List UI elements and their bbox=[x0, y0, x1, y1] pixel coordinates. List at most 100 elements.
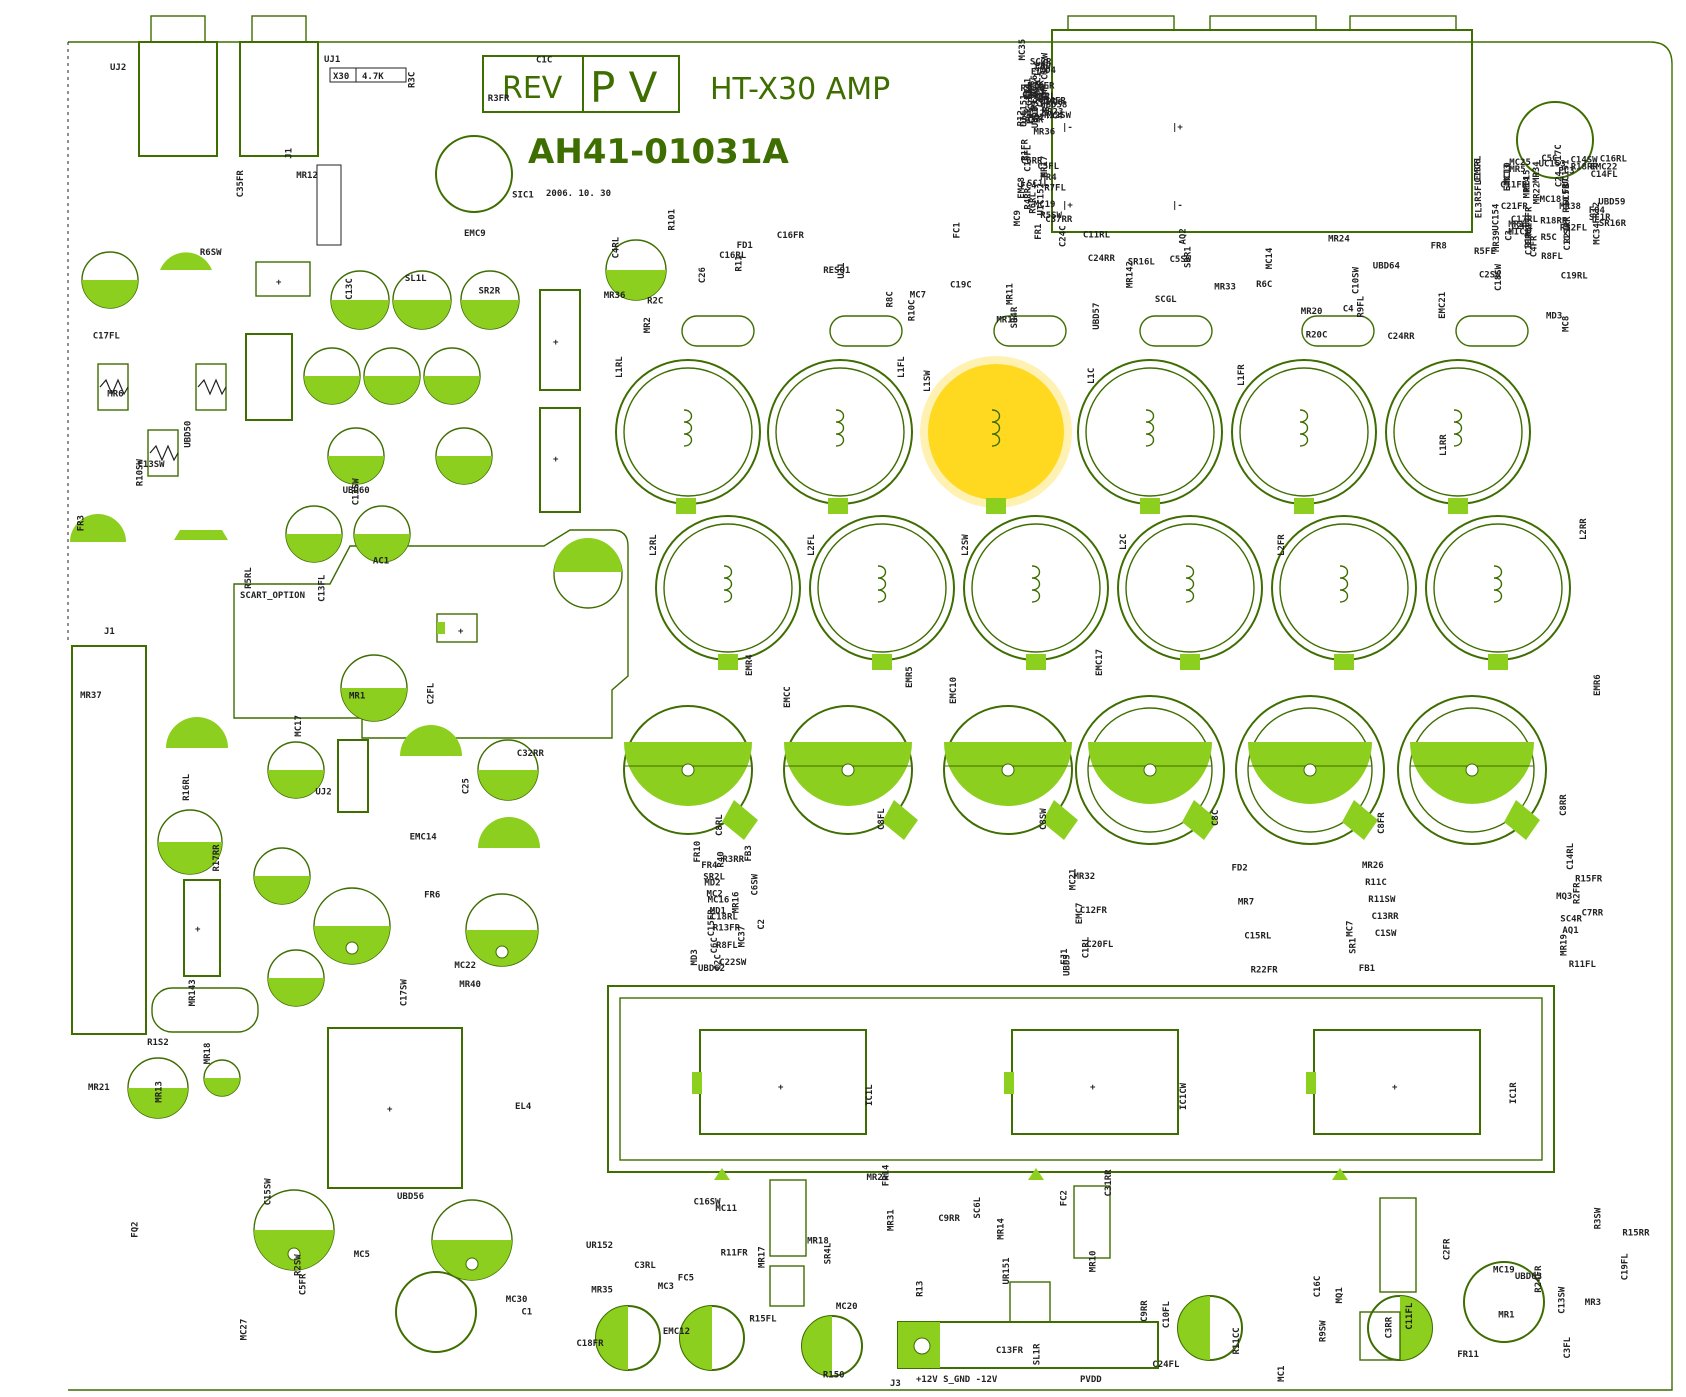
svg-text:IC1CW: IC1CW bbox=[1179, 1082, 1189, 1110]
svg-text:IC1L: IC1L bbox=[865, 1084, 875, 1106]
designator-label: MR4 bbox=[1040, 173, 1057, 183]
designator-label: C17FR bbox=[1525, 206, 1535, 234]
designator-label: MC16 bbox=[708, 895, 730, 905]
mounting-holes bbox=[395, 101, 1594, 1353]
designator-label: UC153 bbox=[1539, 159, 1566, 169]
inductor-l2fl: L2FL bbox=[807, 515, 955, 670]
designator-label: C10SW bbox=[1352, 266, 1362, 294]
designator-label: C5SW bbox=[1170, 255, 1192, 265]
designator-label: FR6 bbox=[424, 890, 440, 900]
designator-label: EMC8 bbox=[1017, 177, 1027, 199]
inductor-row-1: L1RL L1FL L1SW L1C L1FR L1RR bbox=[615, 356, 1531, 514]
svg-text:|-: |- bbox=[1172, 201, 1183, 211]
inductor-l2fr: L2FR bbox=[1271, 515, 1417, 670]
designator-label: R10SW bbox=[135, 459, 145, 487]
designator-label: MR36 bbox=[604, 291, 626, 301]
designator-label: C18FR bbox=[576, 1339, 604, 1349]
designator-label: FR4 bbox=[701, 861, 718, 871]
designator-label: FC2 bbox=[1060, 1190, 1070, 1206]
designator-label: C3RR bbox=[1385, 1316, 1395, 1338]
designator-label: FR5 bbox=[1026, 108, 1036, 124]
amp-ic-block: +IC1L +IC1CW +IC1R bbox=[607, 985, 1555, 1180]
designator-label: MC18 bbox=[1540, 195, 1562, 205]
designator-label: MR11 bbox=[1005, 283, 1015, 305]
designator-label: R5C bbox=[1541, 233, 1557, 243]
designator-label: C11FR bbox=[1500, 181, 1528, 191]
designator-label: FC5 bbox=[678, 1273, 694, 1283]
designator-label: FR10 bbox=[693, 841, 703, 863]
designator-label: MC9 bbox=[1013, 210, 1023, 226]
svg-text:EMR4: EMR4 bbox=[745, 654, 755, 676]
svg-text:+: + bbox=[387, 1105, 393, 1115]
designator-label: C26 bbox=[698, 267, 708, 283]
designator-label: C1C bbox=[536, 55, 552, 65]
designator-label: MD3 bbox=[690, 949, 700, 965]
connector-j3-label: J3 bbox=[890, 1379, 901, 1389]
designator-label: C10FL bbox=[1162, 1301, 1172, 1329]
svg-text:L1FL: L1FL bbox=[897, 356, 907, 378]
svg-text:EMR6: EMR6 bbox=[1593, 674, 1603, 696]
designator-label: C3 bbox=[1504, 230, 1514, 241]
designator-label: C6RR bbox=[1021, 157, 1043, 167]
svg-text:EMR5: EMR5 bbox=[905, 666, 915, 688]
designator-label: MR38 bbox=[1559, 202, 1581, 212]
svg-text:UJ1: UJ1 bbox=[324, 55, 340, 65]
designator-label: R6SW bbox=[200, 248, 222, 258]
designator-label: R6C bbox=[1256, 280, 1272, 290]
designator-label: SR16L bbox=[1128, 258, 1156, 268]
designator-label: MC22 bbox=[454, 961, 476, 971]
designator-label: SC3R bbox=[1030, 58, 1052, 68]
designator-label: MR7 bbox=[1238, 898, 1254, 908]
designator-label: SR2L bbox=[703, 873, 725, 883]
designator-label: R2SW bbox=[294, 1254, 304, 1276]
designator-label: MC2 bbox=[707, 890, 723, 900]
designator-label: MC4 bbox=[1047, 112, 1064, 122]
designator-label: R40 bbox=[717, 851, 727, 867]
designator-label: MC1 bbox=[1277, 1366, 1287, 1382]
designator-label: R3SW bbox=[1594, 1207, 1604, 1229]
svg-text:C8C: C8C bbox=[1211, 810, 1221, 826]
designator-label: R8FL bbox=[716, 941, 738, 951]
designator-label: MD2 bbox=[704, 878, 720, 888]
designator-label: C2C bbox=[713, 954, 723, 970]
designator-label: AQ2 bbox=[1178, 228, 1188, 244]
ic-ic1r: +IC1R bbox=[1306, 1029, 1519, 1135]
designator-label: R10C bbox=[908, 300, 918, 322]
inductor-l1fl: L1FL bbox=[767, 356, 913, 514]
designator-label: C1FR bbox=[1524, 233, 1534, 255]
inductor-l2rl: L2RL bbox=[649, 515, 801, 670]
svg-text:IC1R: IC1R bbox=[1509, 1082, 1519, 1104]
designator-label: UC154 bbox=[1492, 203, 1502, 231]
part-number: AH41-01031A bbox=[528, 132, 789, 172]
designator-label: R5FL bbox=[1474, 247, 1496, 257]
svg-text:+: + bbox=[778, 1083, 784, 1093]
designator-label: SCGL bbox=[1155, 295, 1177, 305]
designator-label: MIC1 bbox=[1508, 227, 1530, 237]
svg-text:|+: |+ bbox=[1172, 123, 1183, 133]
designator-label: C24 bbox=[1555, 170, 1565, 187]
designator-label: R101 bbox=[667, 209, 677, 231]
inductor-l2c: L2C bbox=[1117, 515, 1263, 670]
designator-label: C9RR bbox=[1140, 1300, 1150, 1322]
svg-text:L2FL: L2FL bbox=[807, 534, 817, 556]
designator-label: MR12 bbox=[296, 171, 318, 181]
transistors bbox=[70, 252, 540, 848]
designator-label: EMC22 bbox=[1590, 163, 1617, 173]
designator-label: MR34 bbox=[1532, 161, 1542, 183]
designator-label: C6SW bbox=[750, 873, 760, 895]
designator-label: R11FL bbox=[1569, 960, 1597, 970]
designator-label: SR4L bbox=[824, 1242, 834, 1264]
designator-label: R11C bbox=[1365, 878, 1387, 888]
designator-label: C9RR bbox=[938, 1214, 960, 1224]
designator-label: C14FR bbox=[1039, 96, 1067, 106]
designator-label: C5FL bbox=[1037, 162, 1059, 172]
svg-text:UJ2: UJ2 bbox=[110, 63, 126, 73]
designator-label: R8C bbox=[885, 291, 895, 307]
designator-label: R11SW bbox=[1368, 895, 1396, 905]
svg-text:+: + bbox=[458, 627, 464, 637]
designator-label: MC7 bbox=[910, 291, 926, 301]
designator-label: SL1L bbox=[405, 274, 427, 284]
designator-label: FR3 bbox=[76, 515, 86, 531]
svg-text:L1FR: L1FR bbox=[1237, 364, 1247, 386]
designator-label: R3RL bbox=[1034, 92, 1056, 102]
